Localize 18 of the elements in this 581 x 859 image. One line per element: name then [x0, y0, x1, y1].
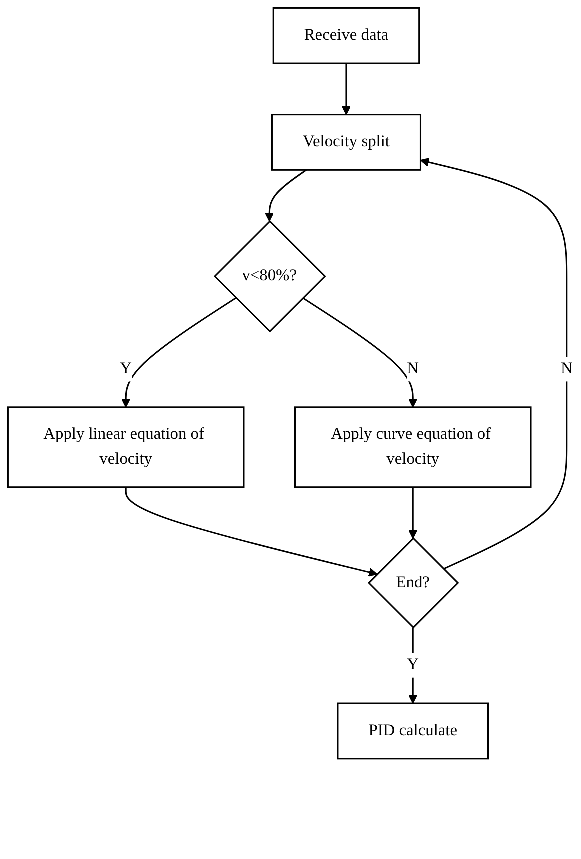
- arrow: [125, 487, 378, 577]
- arrow: [122, 298, 237, 408]
- node-box: Apply linear equation of velocity: [7, 406, 245, 488]
- arrow: [302, 298, 418, 408]
- edge-label: Y: [407, 656, 420, 674]
- arrow: [342, 64, 351, 116]
- node-box: Receive data: [272, 7, 420, 64]
- edge-label: N: [407, 360, 420, 378]
- arrow: [420, 158, 568, 570]
- edge-label: Y: [120, 360, 132, 378]
- node-box: Apply curve equation of velocity: [294, 406, 532, 488]
- node-box: Velocity split: [271, 114, 422, 171]
- edge-label: N: [560, 360, 573, 378]
- node-diamond: v<80%?: [214, 220, 326, 333]
- node-diamond: End?: [368, 538, 460, 629]
- node-box: PID calculate: [337, 702, 490, 760]
- arrow: [265, 170, 307, 222]
- arrow: [408, 487, 418, 540]
